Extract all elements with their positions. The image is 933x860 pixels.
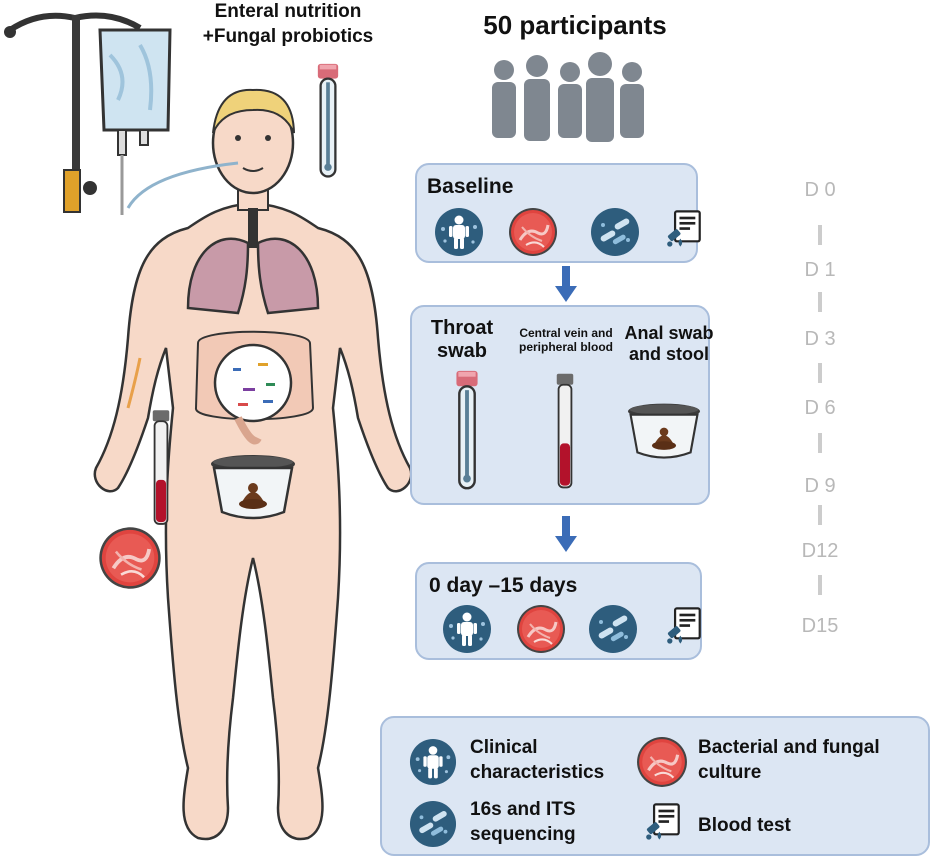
timeline-day: D 9 [804,475,836,497]
human-body-illustration [93,88,413,841]
stool-container-icon [624,401,704,461]
down-arrow [555,516,577,552]
followup-title: 0 day –15 days [429,574,578,597]
timeline-day: D 0 [804,179,836,201]
blood-test-icon [661,207,705,251]
participants-icon [492,52,644,142]
timeline: D 0 D 1 D 3 D 6 D 9 D12 D15 [790,175,850,645]
anal-line2: and stool [629,343,709,364]
clinical-characteristics-icon [409,738,457,786]
timeline-dash [818,292,822,312]
sequencing-icon [590,207,640,257]
legend-sequencing-line1: 16s and ITS [470,799,576,820]
culture-plate-icon [98,526,162,590]
legend-clinical: Clinical characteristics [470,736,604,785]
sequencing-icon [588,604,638,654]
legend-sequencing-line2: sequencing [470,823,576,845]
stool-container-icon [208,452,298,522]
participants-title: 50 participants [483,10,667,40]
throat-swab-label: Throat swab [422,317,502,363]
baseline-box: Baseline [415,163,698,263]
blood-line2: peripheral blood [518,339,613,354]
timeline-dash [818,575,822,595]
throat-swab-tube-icon [452,369,482,494]
legend-culture: Bacterial and fungal culture [698,736,880,785]
legend-box: Clinical characteristics Bacterial and f… [380,716,930,856]
timeline-day: D15 [801,615,839,637]
timeline-day: D 6 [804,397,836,419]
throat-line1: Throat [430,317,494,339]
test-tube-icon [313,62,343,182]
timeline-day: D 3 [804,328,836,350]
timeline-dash [818,505,822,525]
nutrition-label: Enteral nutrition +Fungal probiotics [178,0,398,49]
timeline-dash [818,363,822,383]
blood-test-icon [640,800,684,844]
legend-culture-line1: Bacterial and fungal [698,737,880,758]
timeline-dash [818,433,822,453]
nutrition-line1: Enteral nutrition [214,1,362,22]
legend-blood-test: Blood test [698,815,791,836]
legend-culture-line2: culture [698,761,762,783]
down-arrow [555,266,577,302]
followup-box: 0 day –15 days [415,562,702,660]
timeline-day: D 1 [804,259,836,281]
nutrition-line2: +Fungal probiotics [202,25,374,47]
culture-plate-icon [508,207,558,257]
legend-clinical-line1: Clinical [470,737,538,758]
anal-line1: Anal swab [624,323,714,343]
culture-plate-icon [636,736,688,788]
blood-sample-label: Central vein and peripheral blood [506,326,626,355]
culture-plate-icon [516,604,566,654]
sampling-box: Throat swab Central vein and peripheral … [410,305,714,505]
clinical-characteristics-icon [434,207,484,257]
blood-tube-icon [554,369,576,494]
anal-swab-label: Anal swab and stool [622,323,716,364]
iv-stand-icon [4,12,172,215]
timeline-day: D12 [801,540,839,562]
blood-test-icon [661,604,705,648]
legend-clinical-line2: characteristics [470,761,605,783]
blood-line1: Central vein and [519,326,613,340]
blood-tube-icon [150,408,172,528]
baseline-title: Baseline [427,175,514,198]
throat-line2: swab [436,340,488,362]
timeline-dash [818,225,822,245]
sequencing-icon [409,800,457,848]
clinical-characteristics-icon [442,604,492,654]
legend-sequencing: 16s and ITS sequencing [470,798,576,847]
